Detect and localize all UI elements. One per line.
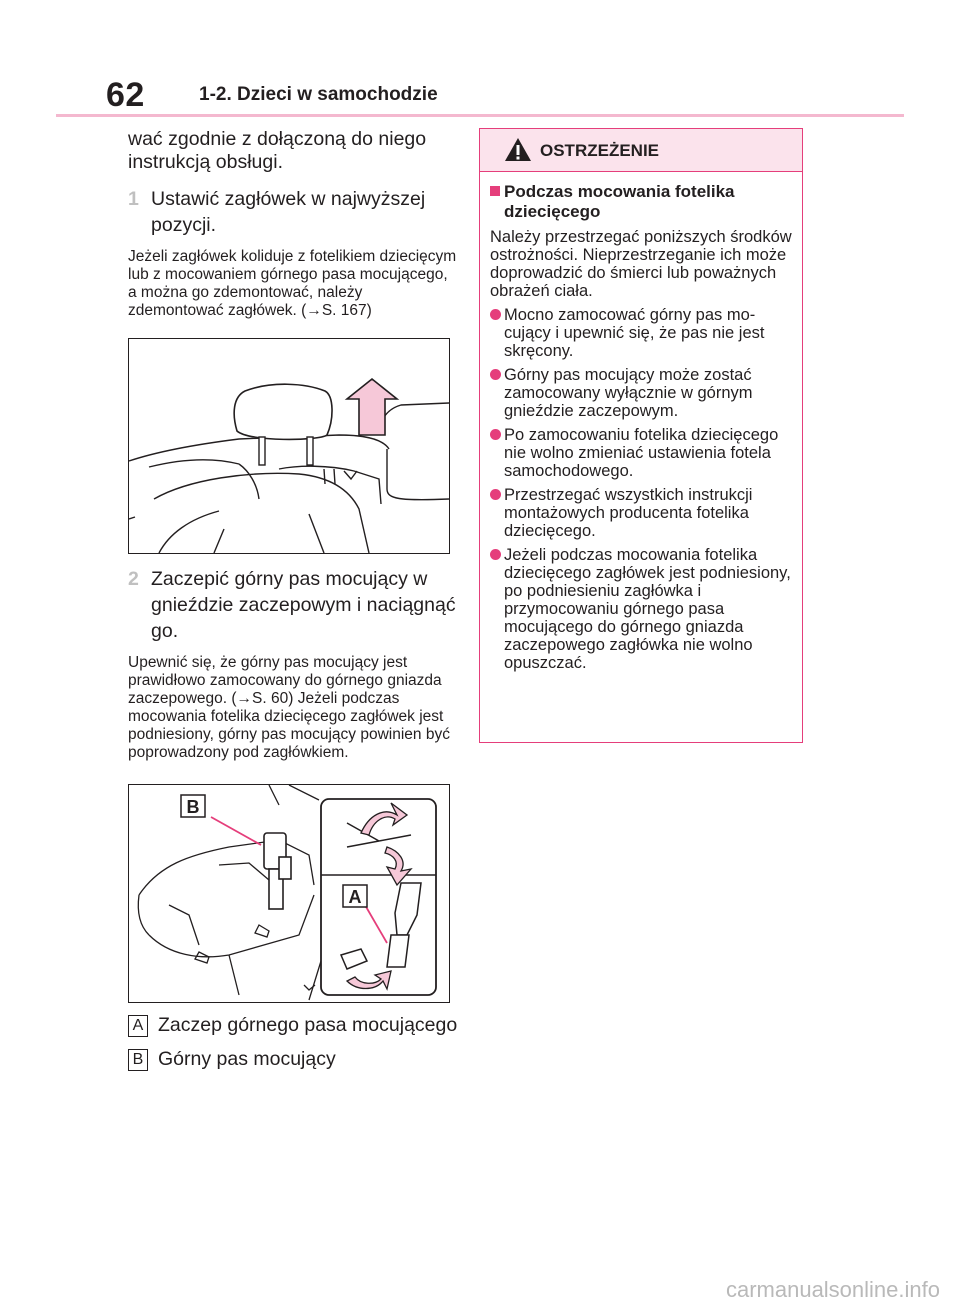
warning-icon xyxy=(505,138,531,161)
warning-intro: Należy przestrzegać poniższych środ­ków … xyxy=(490,228,792,300)
legend-text: Górny pas mocujący xyxy=(158,1048,336,1070)
bullet-text: Mocno zamocować górny pas mo­cujący i up… xyxy=(504,306,765,360)
headrest-drawing xyxy=(129,377,449,553)
legend-item-a: A Zaczep górnego pasa mocują­cego xyxy=(128,1013,460,1037)
circle-bullet-icon xyxy=(490,369,501,380)
warning-box: OSTRZEŻENIE Podczas mocowania fotelika d… xyxy=(479,128,803,743)
warning-bullet: Przestrzegać wszystkich instrukcji monta… xyxy=(490,486,792,540)
circle-bullet-icon xyxy=(490,429,501,440)
circle-bullet-icon xyxy=(490,489,501,500)
step-1: 1 Ustawić zagłówek w najwyższej pozycji. xyxy=(128,186,460,238)
warning-body: Podczas mocowania fotelika dziecięcego N… xyxy=(480,172,802,672)
square-bullet-icon xyxy=(490,186,500,196)
legend-item-b: B Górny pas mocujący xyxy=(128,1047,460,1071)
warning-subtitle: Podczas mocowania fotelika dziecięcego xyxy=(490,182,792,222)
step-number: 2 xyxy=(128,568,139,590)
warning-bullet: Mocno zamocować górny pas mo­cujący i up… xyxy=(490,306,792,360)
step-number: 1 xyxy=(128,188,139,210)
label-b: B xyxy=(187,797,200,817)
step-text: Ustawić zagłówek w najwyższej pozycji. xyxy=(151,188,426,236)
legend-letter-box: A xyxy=(128,1015,148,1037)
step-1-note: Jeżeli zagłówek koliduje z fotelikiem dz… xyxy=(128,248,457,319)
rotate-arrow-icon xyxy=(360,802,409,836)
legend-letter-box: B xyxy=(128,1049,148,1071)
warning-subtitle-text: Podczas mocowania fotelika dziecięcego xyxy=(504,182,735,221)
step-text: Zaczepić górny pas mocujący w gnieździe … xyxy=(151,568,456,642)
circle-bullet-icon xyxy=(490,309,501,320)
warning-bullet: Jeżeli podczas mocowania fotelika dzieci… xyxy=(490,546,792,672)
warning-title: OSTRZEŻENIE xyxy=(540,141,660,160)
warning-header: OSTRZEŻENIE xyxy=(480,129,802,172)
curved-arrow-icon xyxy=(345,970,392,991)
rotate-arrow-icon-2 xyxy=(384,846,413,887)
warning-bullet: Po zamocowaniu fotelika dziecięce­go nie… xyxy=(490,426,792,480)
page-number: 62 xyxy=(106,76,145,114)
bullet-text: Po zamocowaniu fotelika dziecięce­go nie… xyxy=(504,426,779,480)
leader-line-a xyxy=(364,904,388,944)
warning-bullet: Górny pas mocujący może zostać zamocowan… xyxy=(490,366,792,420)
bullet-text: Górny pas mocujący może zostać zamocowan… xyxy=(504,366,753,420)
leader-line-b xyxy=(210,816,262,846)
label-box-b xyxy=(180,794,206,818)
tether-illustration: B A xyxy=(128,784,450,1003)
tether-drawing: B A xyxy=(137,785,437,1001)
label-a: A xyxy=(349,887,362,907)
left-column: wać zgodnie z dołączoną do niego instruk… xyxy=(128,128,460,1071)
section-title: 1-2. Dzieci w samochodzie xyxy=(199,84,438,105)
intro-text: wać zgodnie z dołączoną do niego instruk… xyxy=(128,128,427,173)
site-watermark: carmanualsonline.info xyxy=(725,1277,940,1302)
up-arrow-icon xyxy=(344,377,400,436)
step-2: 2 Zaczepić górny pas mocujący w gnieździ… xyxy=(128,566,460,644)
bullet-text: Przestrzegać wszystkich instrukcji monta… xyxy=(504,486,753,540)
headrest-illustration xyxy=(128,338,450,554)
bullet-text: Jeżeli podczas mocowania fotelika dzieci… xyxy=(504,546,791,672)
circle-bullet-icon xyxy=(490,549,501,560)
label-box-a xyxy=(342,884,368,908)
legend-text: Zaczep górnego pasa mocują­cego xyxy=(158,1014,458,1036)
header-divider xyxy=(56,114,904,117)
page-header: 62 1-2. Dzieci w samochodzie xyxy=(0,0,960,118)
step-2-note: Upewnić się, że górny pas mocujący jest … xyxy=(128,654,450,761)
